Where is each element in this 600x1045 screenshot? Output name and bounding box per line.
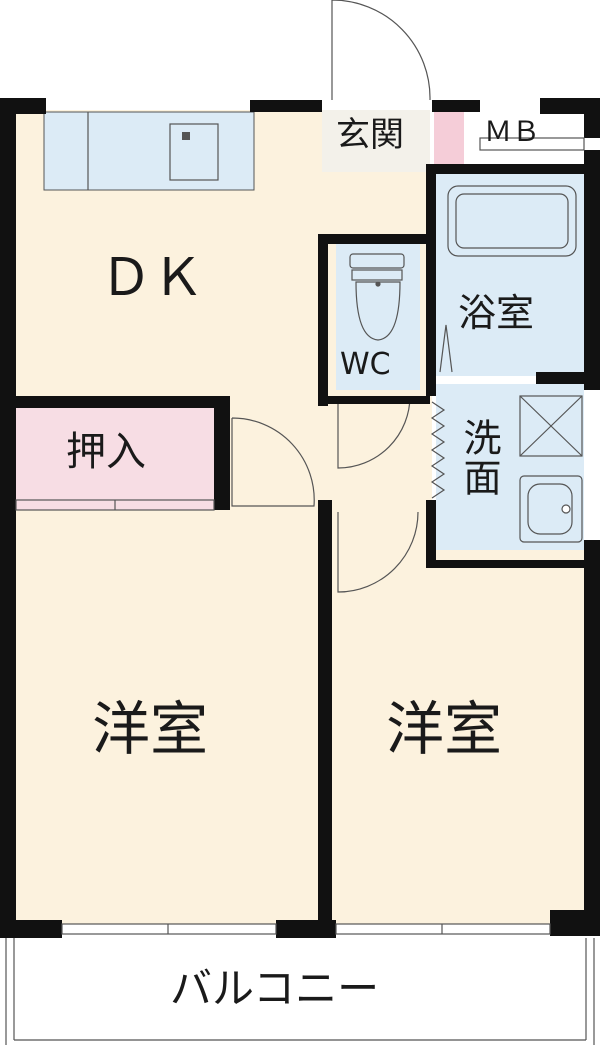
entrance-door bbox=[331, 0, 431, 101]
closet-floor bbox=[14, 404, 220, 510]
kitchen-fixtures bbox=[87, 112, 219, 190]
balcony-label: バルコニー bbox=[170, 964, 380, 1013]
western-left-floor bbox=[14, 510, 324, 928]
wc-door bbox=[337, 395, 411, 469]
entrance-floor bbox=[322, 110, 430, 172]
room-left-door bbox=[231, 417, 315, 507]
bathtub-icon bbox=[439, 185, 577, 373]
mb-label: ＭＢ bbox=[484, 115, 541, 148]
bath-label: 浴室 bbox=[458, 291, 535, 335]
washer-space-icon bbox=[519, 395, 583, 457]
accordion-door bbox=[430, 401, 446, 499]
balcony-outline bbox=[5, 938, 595, 1045]
door-swings bbox=[231, 0, 431, 593]
western-left-label: 洋室 bbox=[92, 695, 209, 763]
kitchen-counter bbox=[43, 111, 255, 191]
entrance-label: 玄関 bbox=[336, 115, 404, 155]
walls bbox=[0, 98, 600, 938]
room-right-door bbox=[337, 511, 419, 593]
western-right-floor bbox=[330, 510, 584, 928]
toilet-icon bbox=[349, 253, 405, 341]
wash-basin-icon bbox=[519, 475, 583, 543]
floor-fills bbox=[14, 110, 584, 928]
closet-label: 押入 bbox=[66, 429, 146, 475]
sliding-windows bbox=[15, 137, 585, 935]
washroom-label: 洗面 bbox=[457, 418, 501, 498]
sink-icon bbox=[169, 123, 219, 181]
western-right-label: 洋室 bbox=[386, 695, 503, 763]
wc-label: WC bbox=[340, 347, 391, 382]
dk-label: ＤＫ bbox=[100, 248, 205, 308]
entrance-pink-strip bbox=[434, 112, 464, 164]
